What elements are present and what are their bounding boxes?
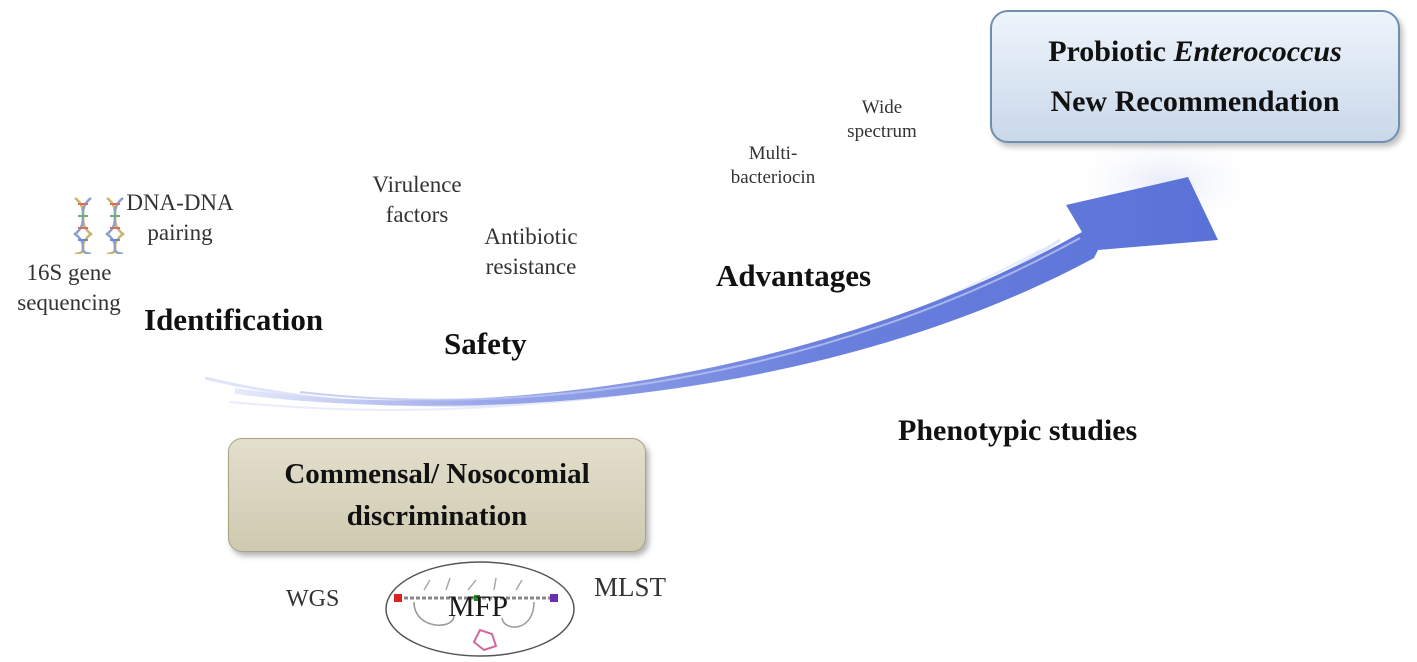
- gene-sequencing-label: 16S gene sequencing: [17, 260, 121, 315]
- arrow-body: [235, 177, 1218, 406]
- wide-spectrum-label: Wide spectrum: [847, 97, 917, 142]
- box-bottom-line2: discrimination: [346, 500, 528, 532]
- mfp-label: MFP: [448, 590, 509, 623]
- commensal-nosocomial-box: Commensal/ Nosocomial discrimination: [228, 438, 646, 552]
- virulence-factors-label: Virulence factors: [372, 172, 462, 227]
- arrow-highlight: [299, 237, 1081, 401]
- probiotic-recommendation-box: Probiotic Enterococcus New Recommendatio…: [990, 10, 1400, 143]
- box-bottom-line1: Commensal/ Nosocomial: [284, 458, 590, 490]
- dna-helix-icon: [104, 197, 126, 254]
- multi-bacteriocin-label: Multi- bacteriocin: [730, 143, 816, 188]
- stage-safety: Safety: [444, 326, 527, 361]
- dna-helix-icon: [72, 197, 94, 254]
- antibiotic-resistance-label: Antibiotic resistance: [484, 224, 578, 279]
- mfp-diagram-icon: [385, 561, 575, 657]
- dna-pairing-label: DNA-DNA pairing: [126, 190, 234, 245]
- box-top-line2: New Recommendation: [1050, 84, 1340, 118]
- stage-identification: Identification: [144, 302, 324, 337]
- stage-advantages: Advantages: [716, 258, 872, 293]
- box-top-line1: Probiotic Enterococcus: [1048, 34, 1342, 68]
- wgs-label: WGS: [286, 586, 340, 612]
- phenotypic-studies-label: Phenotypic studies: [898, 414, 1138, 447]
- mlst-label: MLST: [594, 572, 667, 602]
